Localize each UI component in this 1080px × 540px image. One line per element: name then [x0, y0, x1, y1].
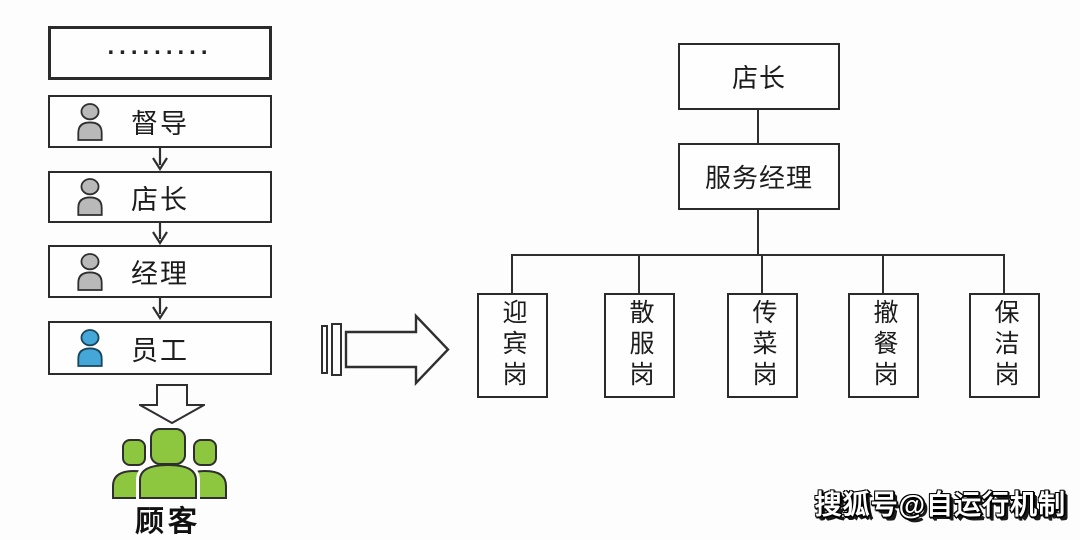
node-post-greeter: 迎宾岗: [477, 293, 548, 398]
connector-manager-to-bus: [757, 210, 759, 255]
sohu-watermark: 搜狐号@自运行机制: [814, 490, 1066, 520]
node-label: 经理: [131, 259, 189, 289]
down-arrow-icon: [152, 297, 168, 320]
connector-drop-4: [882, 254, 884, 293]
node-store-manager-left: 店长: [48, 171, 272, 223]
node-store-manager-right: 店长: [678, 43, 840, 110]
down-arrow-icon: [152, 222, 168, 245]
node-post-food-runner: 传菜岗: [727, 293, 798, 398]
big-right-arrow-icon: [321, 313, 450, 386]
placeholder-dots: .........: [107, 33, 213, 60]
customers-crowd-icon: [112, 428, 227, 499]
customers-label: 顾客: [134, 506, 201, 538]
connector-drop-5: [1003, 254, 1005, 293]
node-label: 督导: [131, 109, 189, 139]
node-label: 服务经理: [704, 163, 813, 193]
connector-drop-2: [638, 254, 640, 293]
connector-drop-1: [511, 254, 513, 293]
node-service-manager: 服务经理: [678, 143, 840, 210]
node-supervisor: 督导: [48, 95, 272, 148]
node-post-cleaning: 保洁岗: [969, 293, 1040, 398]
person-icon: [77, 252, 103, 291]
node-label: 店长: [731, 63, 786, 93]
node-label: 撤餐岗: [870, 299, 898, 392]
person-icon: [77, 178, 103, 216]
node-post-floor-service: 散服岗: [604, 293, 675, 398]
person-icon: [77, 102, 103, 141]
node-post-table-clearing: 撤餐岗: [848, 293, 919, 398]
hollow-down-arrow-icon: [139, 384, 205, 424]
connector-bus: [511, 254, 1005, 256]
node-label: 员工: [131, 335, 189, 366]
node-upper-levels-placeholder: .........: [48, 26, 272, 80]
node-label: 迎宾岗: [499, 299, 527, 392]
node-label: 保洁岗: [991, 299, 1019, 392]
node-label: 传菜岗: [749, 299, 777, 392]
node-label: 散服岗: [626, 299, 654, 392]
person-icon: [77, 329, 103, 367]
connector-drop-3: [761, 254, 763, 293]
down-arrow-icon: [152, 148, 168, 171]
connector-root-to-manager: [757, 110, 759, 143]
node-manager: 经理: [48, 245, 272, 298]
node-label: 店长: [131, 184, 189, 215]
org-structure-diagram: ......... 督导 店长 经理 员工: [48, 26, 1066, 538]
node-staff: 员工: [48, 321, 272, 375]
